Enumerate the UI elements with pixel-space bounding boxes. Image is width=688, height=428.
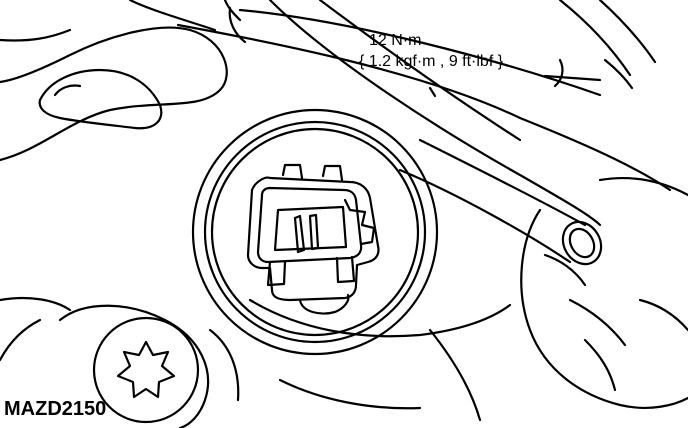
coolant-pipe [398,138,603,266]
torque-conversion: { 1.2 kgf·m , 9 ft·lbf } [359,53,504,70]
sensor-boss [191,108,439,356]
sensor-connector-icon [246,163,380,315]
torque-leader-lines [428,74,602,98]
hand-outline [0,0,242,162]
figure-code: MAZD2150 [4,398,107,420]
lower-details [0,296,512,422]
right-component [520,177,688,409]
torque-value: 12 N·m [369,32,422,49]
torx-bolt-icon [0,304,240,428]
engine-housing [176,0,672,227]
